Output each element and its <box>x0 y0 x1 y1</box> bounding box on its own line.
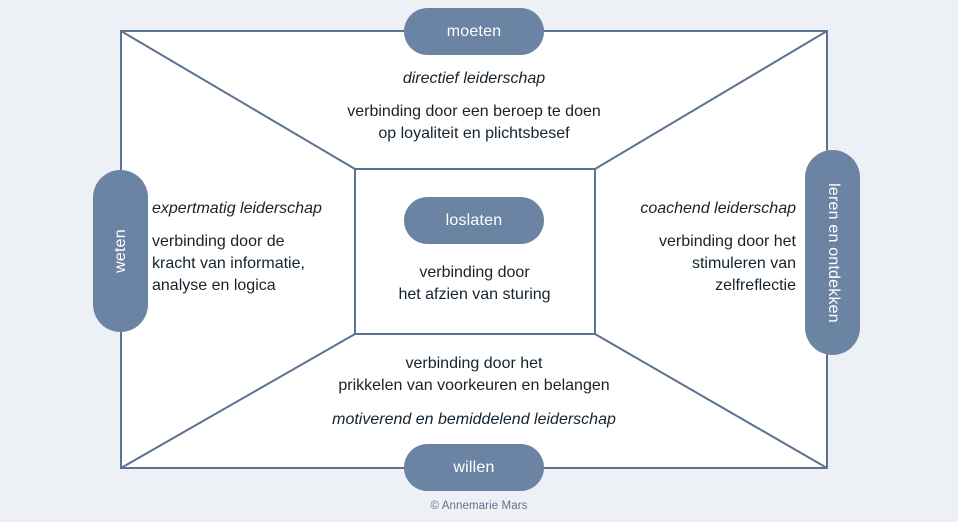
pill-loslaten[interactable]: loslaten <box>404 197 544 244</box>
left-quadrant-role: expertmatig leiderschap <box>152 200 322 217</box>
pill-willen[interactable]: willen <box>404 444 544 491</box>
diagonal-top-right <box>594 30 828 170</box>
copyright-credit: © Annemarie Mars <box>430 500 528 512</box>
diagonal-bottom-left <box>120 333 356 469</box>
pill-leren-en-ontdekken[interactable]: leren en ontdekken <box>805 150 860 355</box>
bottom-quadrant-role: motiverend en bemiddelend leiderschap <box>332 411 616 428</box>
pill-moeten[interactable]: moeten <box>404 8 544 55</box>
pill-moeten-label: moeten <box>446 22 502 40</box>
pill-weten[interactable]: weten <box>93 170 148 332</box>
pill-weten-label: weten <box>111 229 129 273</box>
diagonal-top-left <box>120 30 356 170</box>
pill-leren-en-ontdekken-label: leren en ontdekken <box>824 182 842 323</box>
right-quadrant-role: coachend leiderschap <box>640 200 796 217</box>
inner-rectangle <box>354 168 596 335</box>
top-quadrant-role: directief leiderschap <box>402 70 546 87</box>
diagonal-bottom-right <box>594 333 828 469</box>
pill-loslaten-label: loslaten <box>445 211 503 229</box>
pill-willen-label: willen <box>453 458 495 476</box>
